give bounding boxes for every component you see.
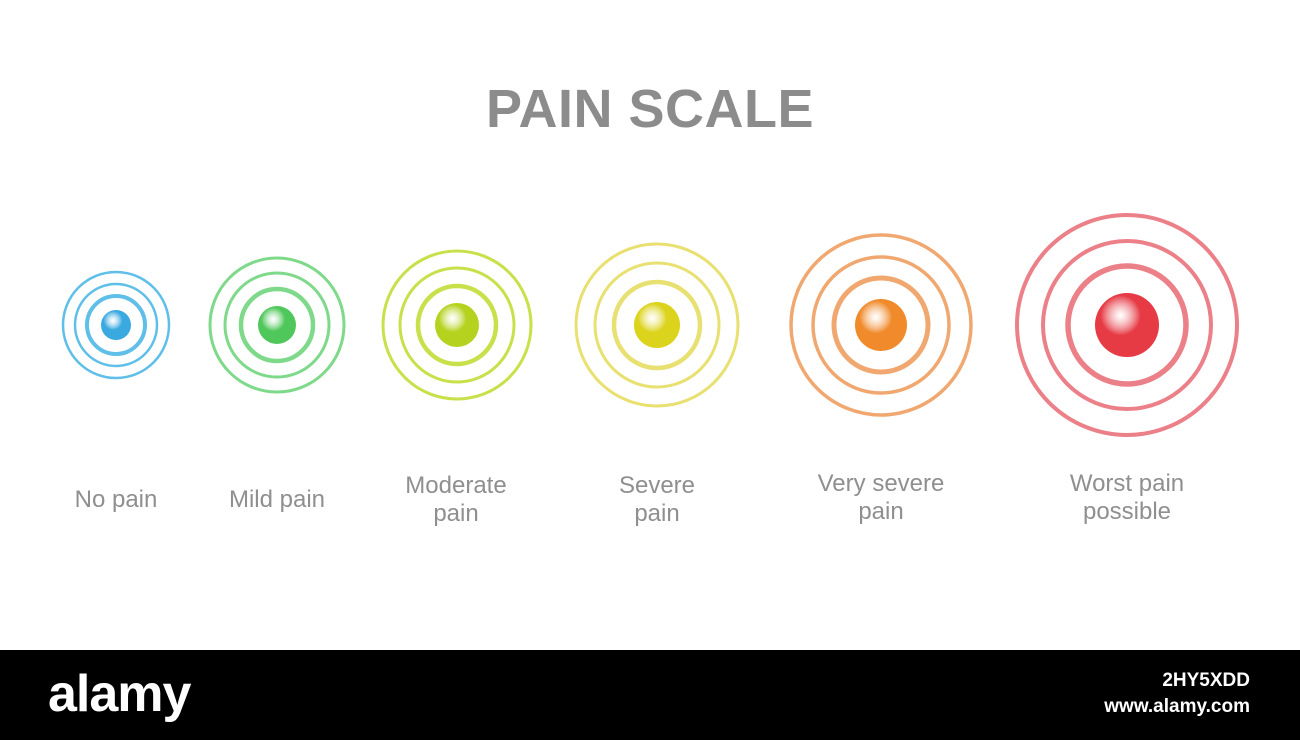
target-mild-pain (208, 256, 346, 394)
ring-severe-pain-3 (574, 242, 740, 408)
target-severe-pain (574, 242, 740, 408)
page-title: PAIN SCALE (485, 79, 815, 139)
core-no-pain (101, 310, 131, 340)
core-very-severe-pain (855, 299, 907, 351)
ring-severe-pain-2 (593, 261, 721, 389)
target-moderate-pain (381, 249, 533, 401)
ring-moderate-pain-2 (398, 266, 516, 384)
level-label-mild-pain: Mild pain (228, 486, 326, 513)
ring-very-severe-pain-3 (789, 233, 973, 417)
site-url: www.alamy.com (1104, 696, 1250, 717)
pain-targets (61, 213, 1239, 437)
brand-logo: alamy (48, 665, 191, 723)
ring-mild-pain-3 (208, 256, 346, 394)
level-label-very-severe-pain: Very severe pain (817, 470, 945, 525)
ring-very-severe-pain-2 (811, 255, 951, 395)
target-worst-pain-possible (1015, 213, 1239, 437)
ring-moderate-pain-3 (381, 249, 533, 401)
ring-worst-pain-possible-2 (1041, 239, 1213, 411)
target-no-pain (61, 270, 171, 380)
target-very-severe-pain (789, 233, 973, 417)
ring-mild-pain-2 (223, 271, 331, 379)
ring-severe-pain-1 (611, 279, 703, 371)
ring-worst-pain-possible-3 (1015, 213, 1239, 437)
ring-no-pain-1 (85, 294, 147, 356)
ring-no-pain-3 (61, 270, 171, 380)
watermark-footer: alamy 2HY5XDD www.alamy.com (0, 650, 1300, 740)
level-label-no-pain: No pain (74, 486, 158, 513)
core-mild-pain (258, 306, 296, 344)
ring-worst-pain-possible-1 (1065, 263, 1189, 387)
level-label-moderate-pain: Moderate pain (405, 472, 507, 527)
ring-mild-pain-1 (238, 286, 316, 364)
ring-no-pain-2 (73, 282, 159, 368)
level-label-worst-pain-possible: Worst pain possible (1069, 470, 1185, 525)
core-moderate-pain (435, 303, 479, 347)
core-severe-pain (634, 302, 680, 348)
level-label-severe-pain: Severe pain (618, 472, 696, 527)
core-worst-pain-possible (1095, 293, 1159, 357)
ring-very-severe-pain-1 (831, 275, 931, 375)
image-id: 2HY5XDD (1162, 670, 1250, 691)
ring-moderate-pain-1 (415, 283, 499, 367)
